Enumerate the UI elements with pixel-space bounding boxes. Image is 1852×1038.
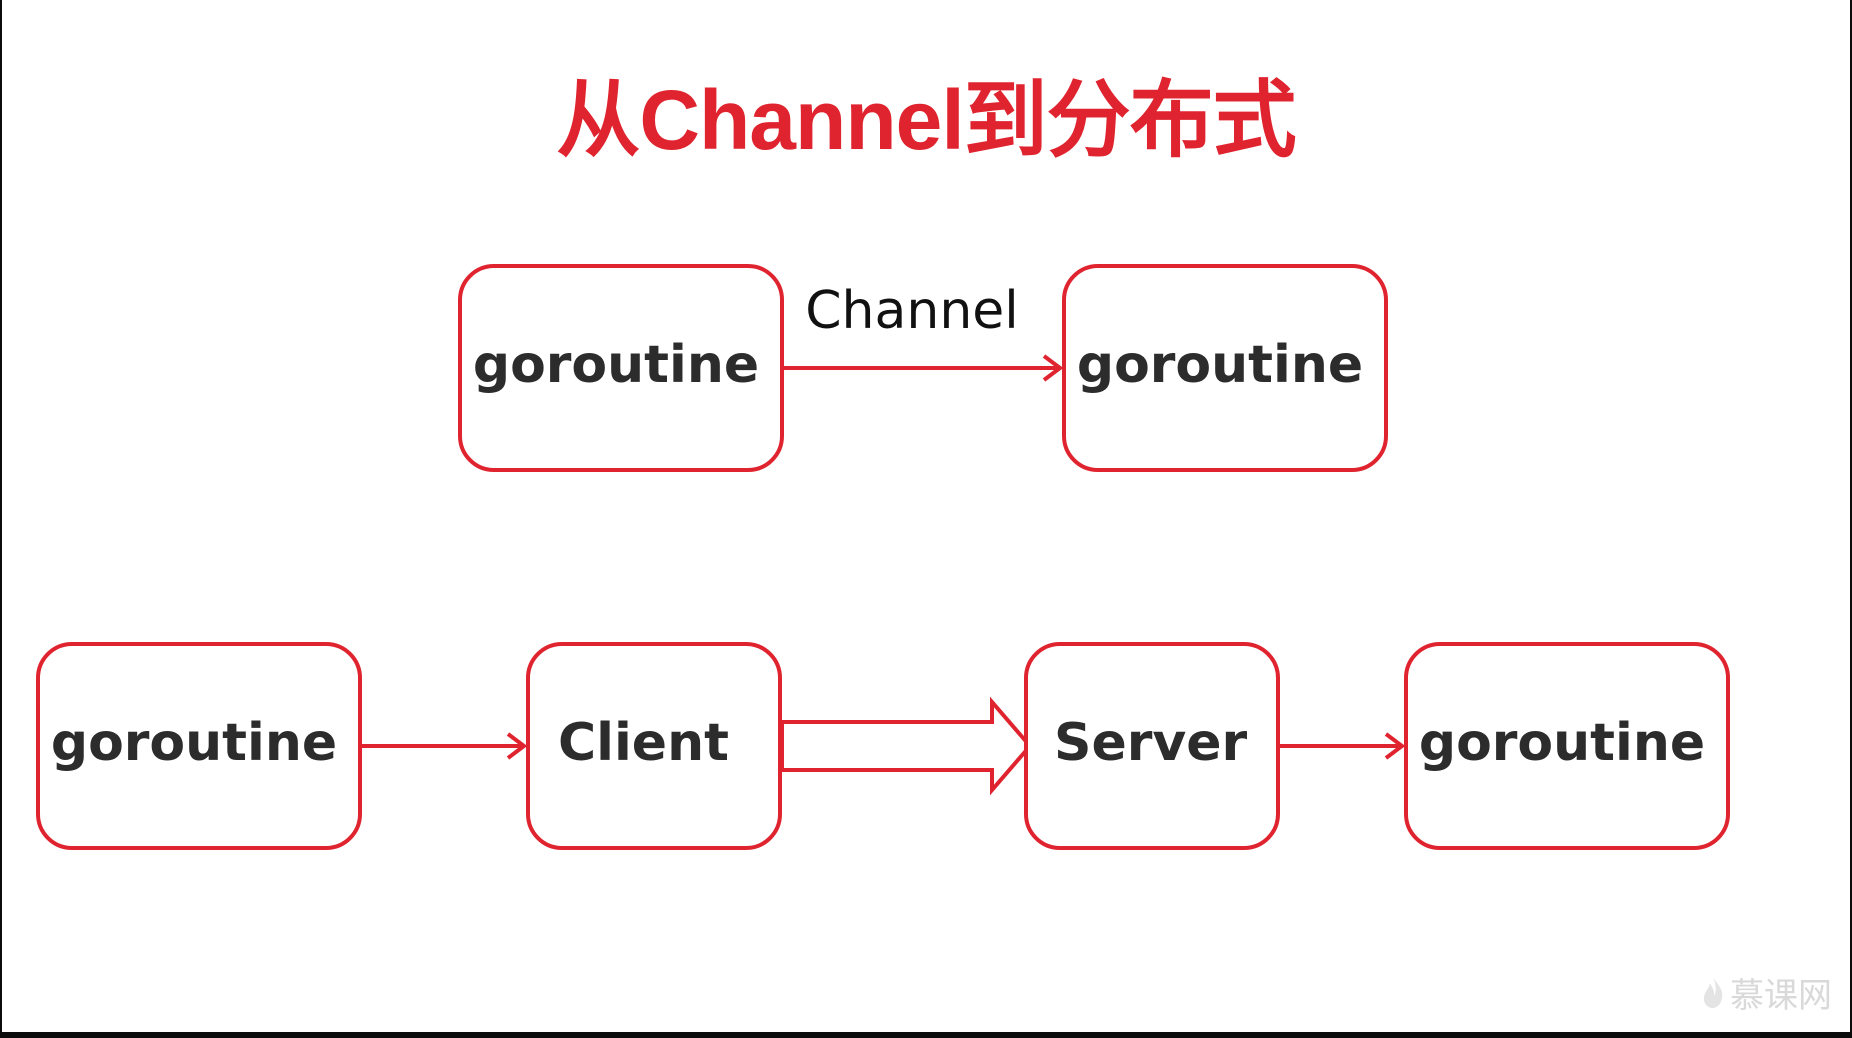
- top-left-goroutine-box: goroutine: [458, 264, 784, 472]
- watermark-text: 慕课网: [1730, 975, 1832, 1016]
- goroutine-to-client-edge: [362, 732, 528, 760]
- box-label: Client: [558, 713, 729, 773]
- box-label: goroutine: [51, 713, 337, 773]
- box-border: [458, 264, 784, 472]
- box-label: goroutine: [1077, 335, 1363, 395]
- watermark: 慕课网: [1700, 970, 1832, 1016]
- box-label: Server: [1054, 713, 1248, 773]
- channel-edge: Channel: [784, 281, 1064, 382]
- top-right-goroutine-box: goroutine: [1062, 264, 1388, 472]
- wide-arrow-icon: [780, 696, 1033, 796]
- channel-label: Channel: [805, 281, 1018, 341]
- server-box: Server: [1024, 642, 1280, 850]
- box-border: [1062, 264, 1388, 472]
- arrowhead-icon: [506, 732, 528, 760]
- box-label: goroutine: [1419, 713, 1705, 773]
- client-box: Client: [526, 642, 782, 850]
- box-border: [1404, 642, 1730, 850]
- client-to-server-wide-arrow: [780, 696, 1033, 796]
- box-border: [1024, 642, 1280, 850]
- box-label: goroutine: [473, 335, 759, 395]
- arrowhead-icon: [1384, 732, 1406, 760]
- arrowhead-icon: [1042, 354, 1064, 382]
- server-to-goroutine-edge: [1280, 732, 1406, 760]
- bottom-goroutine-box-4: goroutine: [1404, 642, 1730, 850]
- bottom-goroutine-box-1: goroutine: [36, 642, 362, 850]
- box-border: [36, 642, 362, 850]
- flame-icon: [1703, 976, 1723, 1008]
- page-title: 从Channel到分布式: [556, 73, 1296, 167]
